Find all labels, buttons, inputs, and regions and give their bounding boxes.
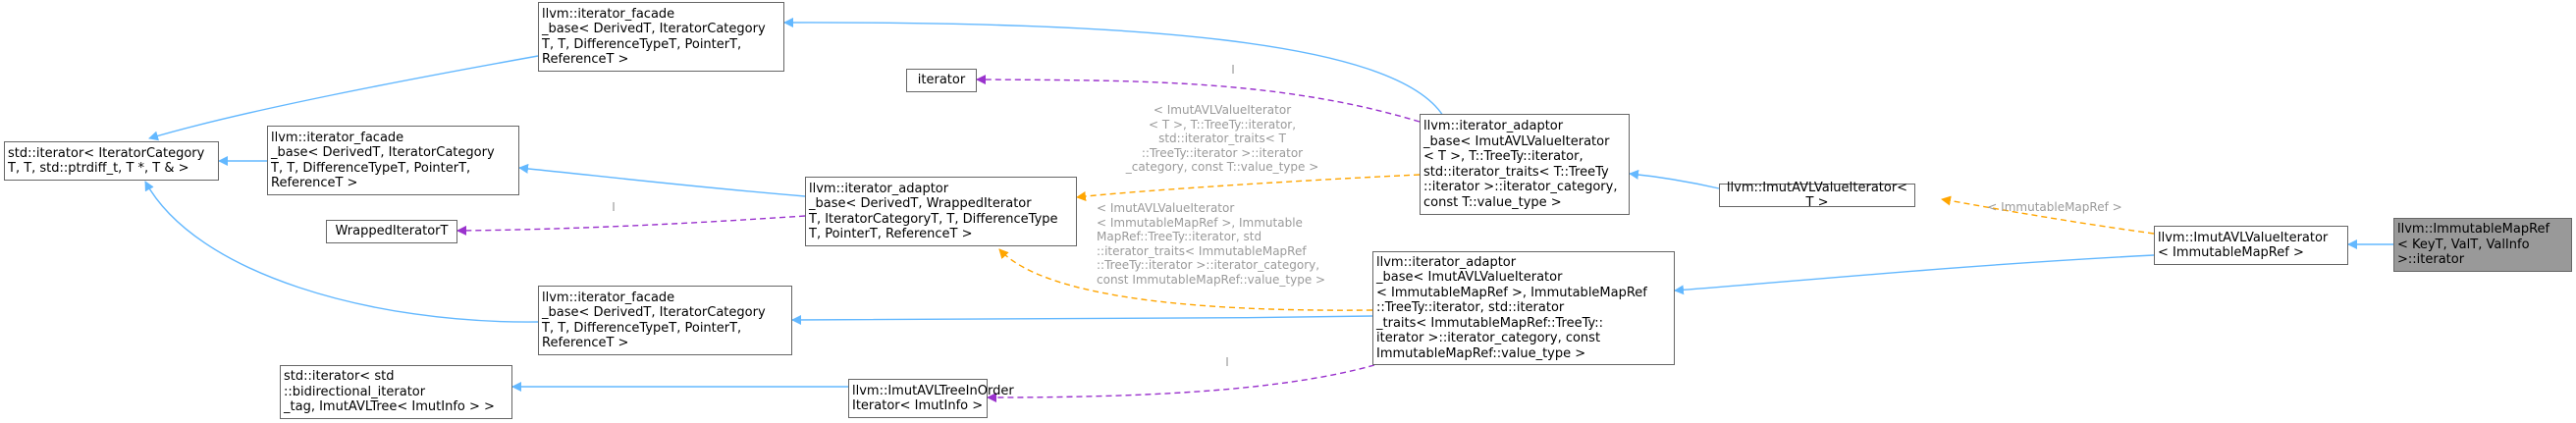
node-adaptor-value-iterator-map[interactable]: llvm::iterator_adaptor _base< ImutAVLVal… xyxy=(1372,251,1675,365)
edge-label-inorder: I xyxy=(1225,355,1229,369)
edge-adaptor-base-to-facade-mid xyxy=(518,163,806,197)
node-value-iterator-map[interactable]: llvm::ImutAVLValueIterator < ImmutableMa… xyxy=(2154,226,2348,265)
edge-label-iterator: I xyxy=(1231,63,1235,77)
edge-adaptor-base-to-wrapped xyxy=(456,215,806,236)
edge-adaptor-map-to-facade-bottom xyxy=(791,314,1373,325)
edge-label-value-iterator: < ImmutableMapRef > xyxy=(1987,200,2122,214)
node-iterator-facade-mid[interactable]: llvm::iterator_facade _base< DerivedT, I… xyxy=(267,126,519,195)
node-iterator-adaptor-base[interactable]: llvm::iterator_adaptor _base< DerivedT, … xyxy=(805,177,1077,246)
edge-value-iter-map-to-adaptor-map xyxy=(1674,254,2155,295)
node-adaptor-value-iterator-t[interactable]: llvm::iterator_adaptor _base< ImutAVLVal… xyxy=(1420,114,1630,215)
node-iterator[interactable]: iterator xyxy=(906,69,977,92)
edge-label-adaptor-map: < ImutAVLValueIterator < ImmutableMapRef… xyxy=(1097,201,1326,287)
node-iterator-facade-top[interactable]: llvm::iterator_facade _base< DerivedT, I… xyxy=(538,2,784,72)
node-iterator-facade-bottom[interactable]: llvm::iterator_facade _base< DerivedT, I… xyxy=(538,286,792,355)
edge-value-iter-map-to-value-iter-t xyxy=(1941,195,2155,235)
node-immutable-map-ref-iterator[interactable]: llvm::ImmutableMapRef < KeyT, ValT, ValI… xyxy=(2393,218,2572,272)
edge-adaptor-map-to-tree-inorder xyxy=(987,364,1375,402)
node-std-iterator-bidirectional[interactable]: std::iterator< std ::bidirectional_itera… xyxy=(280,365,512,419)
edge-adaptor-t-to-facade-top xyxy=(783,17,1444,117)
node-tree-inorder-iterator[interactable]: llvm::ImutAVLTreeInOrder Iterator< ImutI… xyxy=(848,379,1014,418)
edge-adaptor-map-to-adaptor-base xyxy=(998,248,1373,311)
node-wrapped-iterator[interactable]: WrappedIteratorT xyxy=(326,220,457,243)
node-value-iterator-t[interactable]: llvm::ImutAVLValueIterator< T > xyxy=(1719,181,1915,210)
node-std-iterator-base[interactable]: std::iterator< IteratorCategory T, T, st… xyxy=(4,141,219,181)
edge-label-wrapped: I xyxy=(612,200,616,214)
edge-label-adaptor-t: < ImutAVLValueIterator < T >, T::TreeTy:… xyxy=(1125,103,1319,174)
edge-adaptor-t-to-iterator xyxy=(976,75,1421,123)
edge-facade-top-to-std-iterator xyxy=(148,55,539,141)
edge-value-iter-t-to-adaptor-t xyxy=(1629,169,1720,189)
edge-facade-bottom-to-std-iterator xyxy=(144,181,539,323)
edge-adaptor-t-to-adaptor-base xyxy=(1076,174,1421,201)
